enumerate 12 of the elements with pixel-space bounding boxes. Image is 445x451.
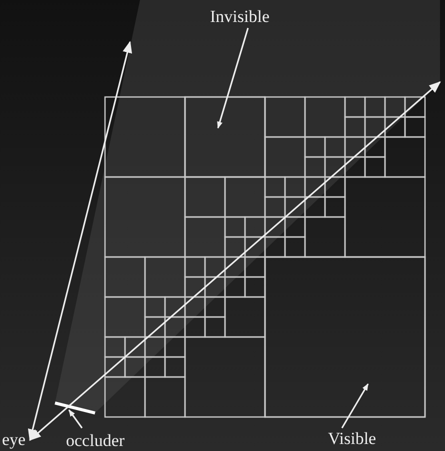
- leader-arrow: [341, 383, 369, 428]
- callout-label: occluder: [66, 432, 125, 449]
- sight-ray: [28, 40, 132, 442]
- callout-label: Visible: [328, 430, 376, 447]
- sight-ray: [29, 81, 441, 441]
- occluder-bar: [54, 402, 96, 414]
- callout-label: Invisible: [210, 8, 270, 25]
- grid-cell: [264, 256, 426, 418]
- leader-arrow: [217, 28, 249, 129]
- grid-cell: [184, 96, 266, 178]
- leader-arrow: [68, 409, 83, 428]
- callout-label: eye: [2, 431, 26, 448]
